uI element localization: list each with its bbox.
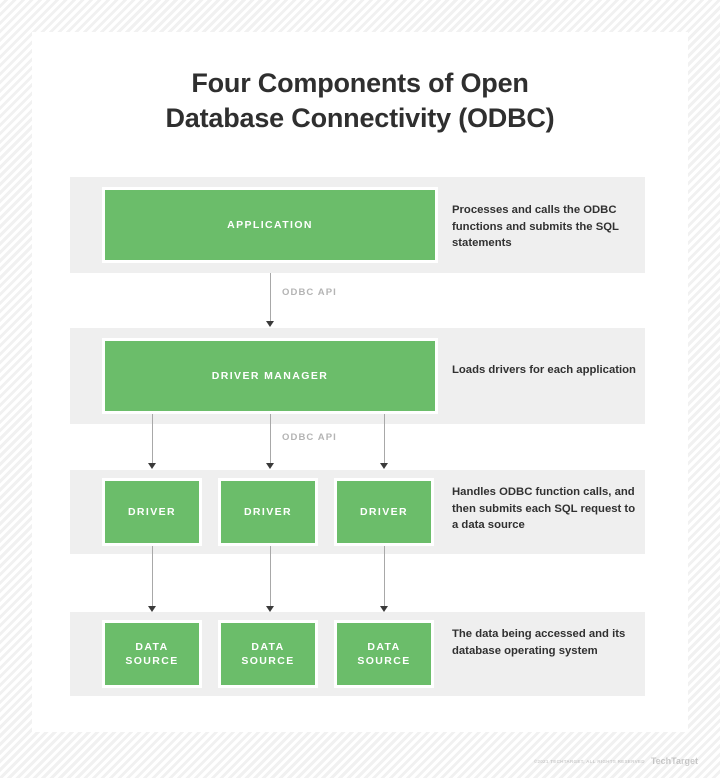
label-odbc-api-lower: ODBC API — [282, 432, 337, 443]
box-application-label: APPLICATION — [227, 219, 313, 231]
connector-application-to-driver-manager — [270, 273, 271, 323]
arrowhead-data-source-1 — [147, 606, 156, 612]
description-application: Processes and calls the ODBC functions a… — [452, 204, 619, 249]
box-data-source-1[interactable]: DATA SOURCE — [102, 620, 202, 688]
box-driver-1-label: DRIVER — [127, 506, 177, 518]
arrowhead-driver-manager — [265, 321, 274, 327]
box-driver-manager[interactable]: DRIVER MANAGER — [102, 338, 438, 414]
box-driver-3[interactable]: DRIVER — [334, 478, 434, 546]
box-data-source-2-line-2: SOURCE — [241, 655, 295, 667]
box-driver-2-label: DRIVER — [243, 506, 293, 518]
label-odbc-api-upper: ODBC API — [282, 287, 337, 298]
techtarget-logo: TechTarget — [650, 756, 698, 766]
arrowhead-driver-1 — [147, 463, 156, 469]
title-line-2: Database Connectivity (ODBC) — [165, 103, 555, 133]
box-data-source-1-line-1: DATA — [135, 641, 169, 653]
description-driver: Handles ODBC function calls, and then su… — [452, 486, 636, 531]
connector-driver-manager-to-driver-1 — [152, 414, 153, 465]
box-data-source-2[interactable]: DATA SOURCE — [218, 620, 318, 688]
description-driver-manager: Loads drivers for each application — [452, 364, 636, 376]
arrowhead-driver-2 — [265, 463, 274, 469]
box-driver-1[interactable]: DRIVER — [102, 478, 202, 546]
box-data-source-1-line-2: SOURCE — [125, 655, 179, 667]
footer-watermark: ©2021 TECHTARGET, ALL RIGHTS RESERVED Te… — [534, 757, 698, 766]
odbc-flow-diagram: APPLICATION Processes and calls the ODBC… — [32, 32, 688, 732]
diagram-card: Four Components of Open Database Connect… — [32, 32, 688, 732]
connector-driver-manager-to-driver-3 — [384, 414, 385, 465]
arrowhead-data-source-2 — [265, 606, 274, 612]
box-driver-2[interactable]: DRIVER — [218, 478, 318, 546]
arrowhead-driver-3 — [379, 463, 388, 469]
box-data-source-3[interactable]: DATA SOURCE — [334, 620, 434, 688]
description-data-source: The data being accessed and its database… — [452, 628, 626, 657]
title-line-1: Four Components of Open — [191, 68, 529, 98]
page-title: Four Components of Open Database Connect… — [32, 66, 688, 136]
arrowhead-data-source-3 — [379, 606, 388, 612]
box-data-source-3-line-2: SOURCE — [357, 655, 411, 667]
box-data-source-3-line-1: DATA — [367, 641, 401, 653]
copyright-text: ©2021 TECHTARGET, ALL RIGHTS RESERVED — [533, 759, 645, 764]
box-data-source-2-line-1: DATA — [251, 641, 285, 653]
box-driver-3-label: DRIVER — [359, 506, 409, 518]
connector-driver-manager-to-driver-2 — [270, 414, 271, 465]
connector-driver-1-to-data-source-1 — [152, 546, 153, 608]
box-driver-manager-label: DRIVER MANAGER — [211, 370, 329, 382]
connector-driver-3-to-data-source-3 — [384, 546, 385, 608]
connector-driver-2-to-data-source-2 — [270, 546, 271, 608]
box-application[interactable]: APPLICATION — [102, 187, 438, 263]
